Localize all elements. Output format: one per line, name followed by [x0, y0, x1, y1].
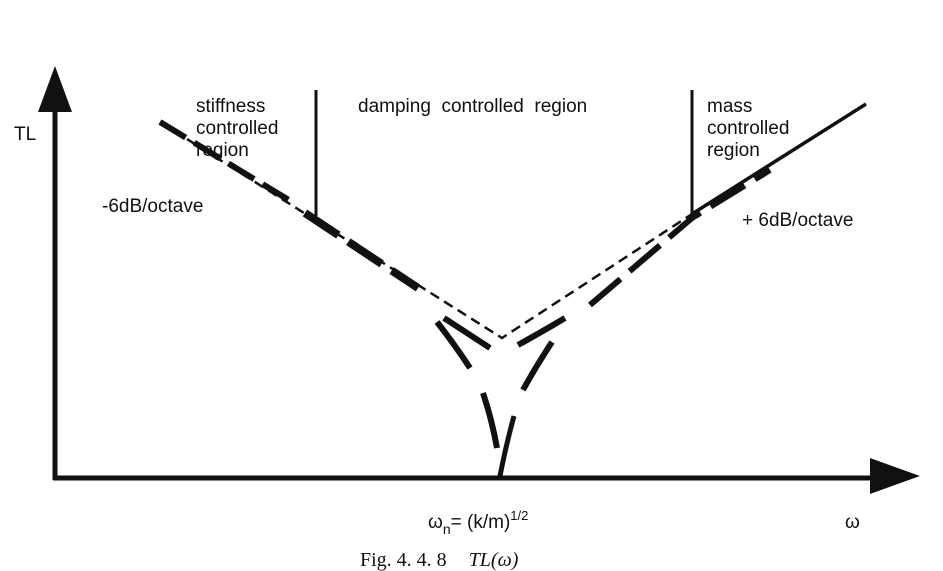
- caption-fig: Fig. 4. 4. 8: [360, 549, 447, 571]
- right-heavy-dashes: [588, 167, 772, 308]
- response-curves: [158, 119, 772, 477]
- stiffness-region-line1: stiffness: [196, 96, 265, 117]
- mass-region-line3: region: [707, 140, 760, 161]
- undamped-left: [480, 392, 500, 449]
- y-axis-label: TL: [14, 124, 36, 145]
- low-damping-left: [442, 315, 492, 351]
- left-heavy-dashes: [158, 119, 294, 205]
- x-axis-label: ω: [845, 512, 860, 533]
- mass-line: [691, 102, 867, 216]
- right-slope-label: + 6dB/octave: [742, 210, 853, 231]
- mass-region-line1: mass: [707, 96, 752, 117]
- resonance-subscript: n: [443, 521, 451, 537]
- x-axis-arrow-icon: [870, 458, 920, 494]
- low-damping-right: [516, 315, 567, 348]
- resonance-label: ωn= (k/m)1/2: [428, 508, 528, 537]
- figure-caption: Fig. 4. 4. 8 TL(ω): [360, 549, 519, 571]
- mass-region-line2: controlled: [707, 118, 789, 139]
- resonance-symbol: ω: [428, 512, 443, 533]
- low-damping-left-2: [434, 320, 473, 370]
- resonance-expr: = (k/m): [451, 512, 511, 533]
- stiffness-region-line2: controlled: [196, 118, 278, 139]
- damping-region-label: damping controlled region: [358, 96, 587, 117]
- low-damping-right-2: [520, 340, 555, 392]
- resonance-power: 1/2: [510, 508, 528, 523]
- stiffness-region-line3: region: [196, 140, 249, 161]
- left-slope-label: -6dB/octave: [102, 196, 203, 217]
- undamped-right: [497, 415, 517, 477]
- y-axis-arrow-icon: [38, 66, 72, 112]
- caption-title: TL(ω): [469, 549, 519, 571]
- left-heavy-dashes-lower: [302, 209, 421, 292]
